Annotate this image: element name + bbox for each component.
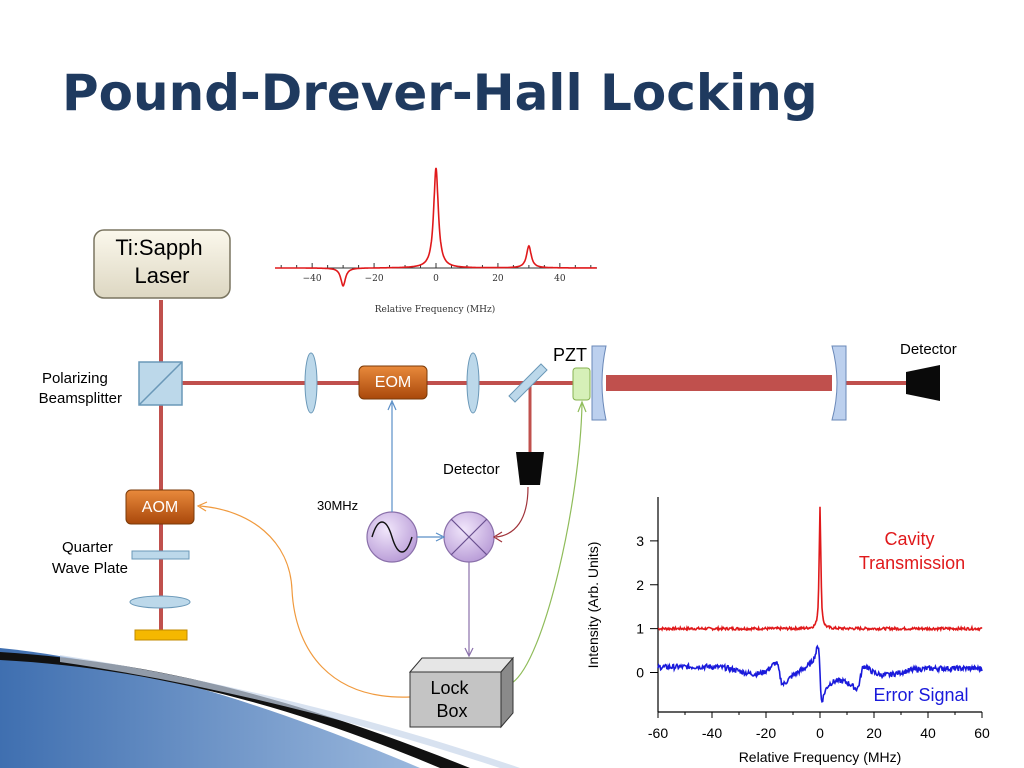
lock-box-label: Lock Box [430,678,473,721]
lens-2[interactable] [466,352,480,414]
sideband-spectrum-chart: −40 −20 0 20 40 Relative Frequency (MHz) [275,167,597,315]
pickoff-mirror[interactable] [508,363,548,403]
br-chart-xlabel: Relative Frequency (MHz) [739,749,902,765]
pzt-actuator[interactable] [572,367,591,401]
br-x-tick-label: -20 [756,725,776,741]
br-x-tick-label: 60 [974,725,990,741]
aom-label: AOM [142,499,178,516]
top-chart-line [275,167,597,287]
br-y-tick-label: 3 [636,533,644,549]
eom-label: EOM [375,374,411,391]
mixer[interactable] [443,511,495,563]
polarizing-beamsplitter[interactable] [138,361,183,406]
cavity-mirror-output[interactable] [831,345,847,421]
br-y-tick-label: 1 [636,621,644,637]
lens-1[interactable] [304,352,318,414]
polarizing-beamsplitter-label: Polarizing Beamsplitter [39,370,122,407]
lock-box[interactable]: Lock Box [408,656,515,729]
oscillator-frequency-label: 30MHz [317,498,358,513]
br-x-tick-label: 0 [816,725,824,741]
slide-title: Pound-Drever-Hall Locking [62,64,818,122]
lens-lower[interactable] [129,595,191,609]
pzt-label: PZT [553,345,587,365]
quarter-wave-plate-label: Quarter Wave Plate [52,539,128,577]
top-chart-tick-label: 40 [554,274,566,284]
top-chart-tick-label: 20 [492,274,504,284]
detector-reflection-icon[interactable] [516,452,544,485]
br-x-tick-label: 20 [866,725,882,741]
detector-reflection-label: Detector [443,461,500,478]
top-chart-tick-label: −40 [303,274,322,284]
laser-label: Ti:Sapph Laser [115,235,208,288]
top-chart-tick-label: 0 [433,274,439,284]
br-x-tick-label: 40 [920,725,936,741]
br-x-tick-label: -40 [702,725,722,741]
br-y-tick-label: 0 [636,665,644,681]
top-chart-tick-label: −20 [365,274,384,284]
series-cavity-transmission-line [657,506,983,633]
br-chart-ylabel: Intensity (Arb. Units) [585,542,601,669]
detector-transmission-label: Detector [900,341,957,358]
br-x-tick-label: -60 [648,725,668,741]
aom-box[interactable]: AOM [125,489,195,525]
decorative-swoosh [0,648,520,768]
legend-cavity-transmission: Cavity Transmission [859,529,965,573]
signal-wires [196,399,587,698]
series-error-signal-line [657,644,983,703]
oscillator[interactable] [366,511,418,563]
eom-box[interactable]: EOM [358,365,428,400]
legend-error-signal: Error Signal [873,685,968,705]
top-chart-xlabel: Relative Frequency (MHz) [375,304,495,315]
mirror-bottom[interactable] [134,629,188,641]
laser-box[interactable]: Ti:Sapph Laser [93,229,231,299]
detector-transmission-icon[interactable] [906,365,940,401]
cavity-mirror-input[interactable] [591,345,607,421]
pdh-signal-chart: -60 -40 -20 0 20 40 60 0 1 2 3 Relative Frequency… [585,497,990,765]
quarter-wave-plate[interactable] [131,550,190,560]
br-y-tick-label: 2 [636,577,644,593]
